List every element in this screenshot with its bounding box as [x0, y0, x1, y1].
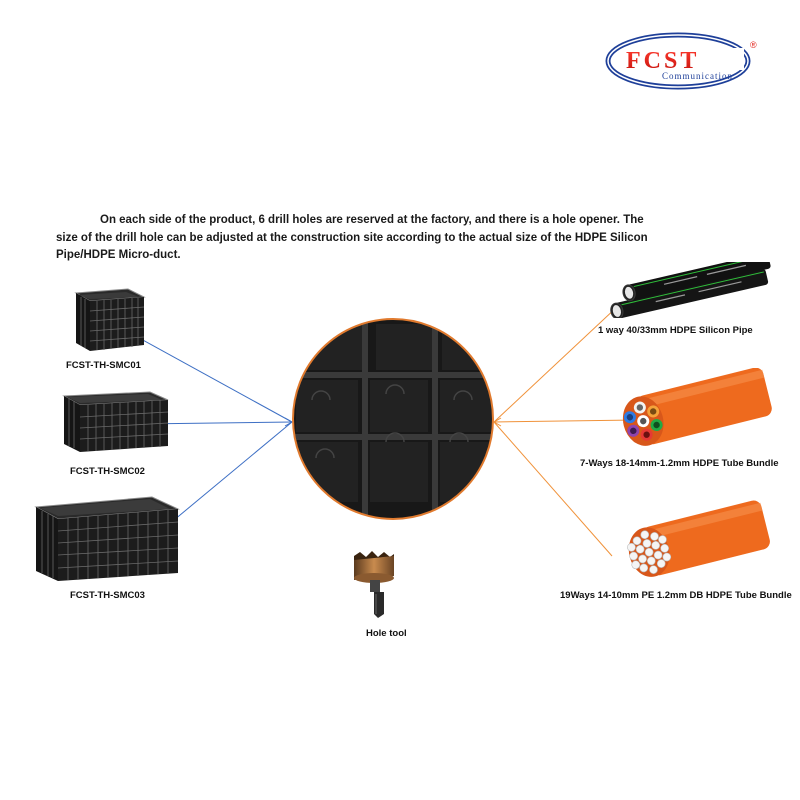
- drilled-panel-closeup: [292, 318, 494, 520]
- cable-box-smc03-image: [34, 496, 180, 581]
- connector-silicon-pipe: [493, 305, 619, 423]
- hdpe-silicon-pipe-image: [610, 262, 771, 318]
- tube-bundle-19way-image: [627, 500, 770, 577]
- label-smc03: FCST-TH-SMC03: [70, 590, 145, 601]
- logo-subtext: Communication: [662, 71, 733, 81]
- label-silicon-pipe: 1 way 40/33mm HDPE Silicon Pipe: [598, 325, 753, 336]
- registered-mark: ®: [750, 40, 757, 50]
- label-7way-bundle: 7-Ways 18-14mm-1.2mm HDPE Tube Bundle: [580, 458, 779, 469]
- hole-saw-image: [354, 551, 394, 618]
- label-hole-tool: Hole tool: [366, 628, 407, 639]
- cable-box-smc02-image: [62, 391, 169, 452]
- description-text: On each side of the product, 6 drill hol…: [56, 214, 648, 261]
- label-19way-bundle: 19Ways 14-10mm PE 1.2mm DB HDPE Tube Bun…: [560, 590, 792, 601]
- fcst-logo: FCST Communication ®: [605, 32, 757, 90]
- logo-text: FCST: [626, 48, 699, 74]
- label-smc02: FCST-TH-SMC02: [70, 466, 145, 477]
- label-smc01: FCST-TH-SMC01: [66, 360, 141, 371]
- connector-19way: [493, 421, 613, 557]
- cable-box-smc01-image: [74, 288, 146, 351]
- tube-bundle-7way-image: [622, 368, 772, 446]
